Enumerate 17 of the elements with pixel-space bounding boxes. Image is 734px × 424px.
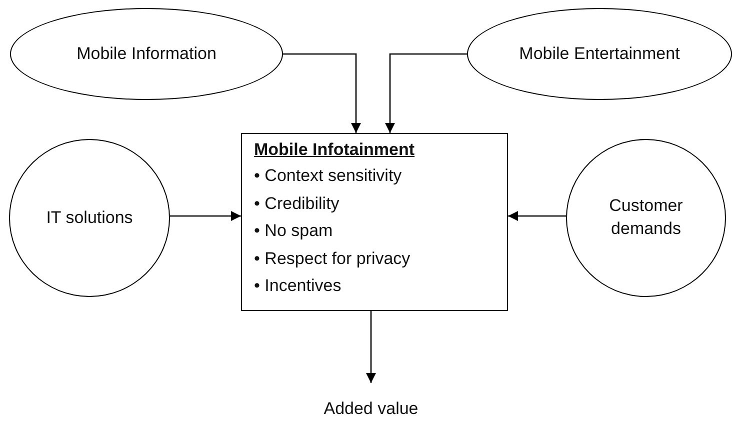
circle-node: IT solutions — [9, 139, 170, 297]
box-heading: Mobile Infotainment — [254, 139, 415, 161]
arrow — [385, 53, 467, 133]
arrow — [508, 211, 566, 221]
arrow — [366, 311, 376, 383]
ellipse-node: Mobile Information — [10, 8, 283, 100]
circle-node: Customer demands — [566, 139, 726, 297]
arrow — [170, 211, 241, 221]
process-box — [241, 133, 508, 311]
bullet-item: • No spam — [254, 220, 333, 242]
bullet-item: • Incentives — [254, 275, 342, 297]
bullet-item: • Respect for privacy — [254, 248, 410, 270]
output-label: Added value — [311, 398, 431, 420]
bullet-item: • Context sensitivity — [254, 165, 402, 187]
ellipse-node: Mobile Entertainment — [467, 8, 732, 100]
arrow — [283, 53, 361, 133]
bullet-item: • Credibility — [254, 192, 340, 214]
